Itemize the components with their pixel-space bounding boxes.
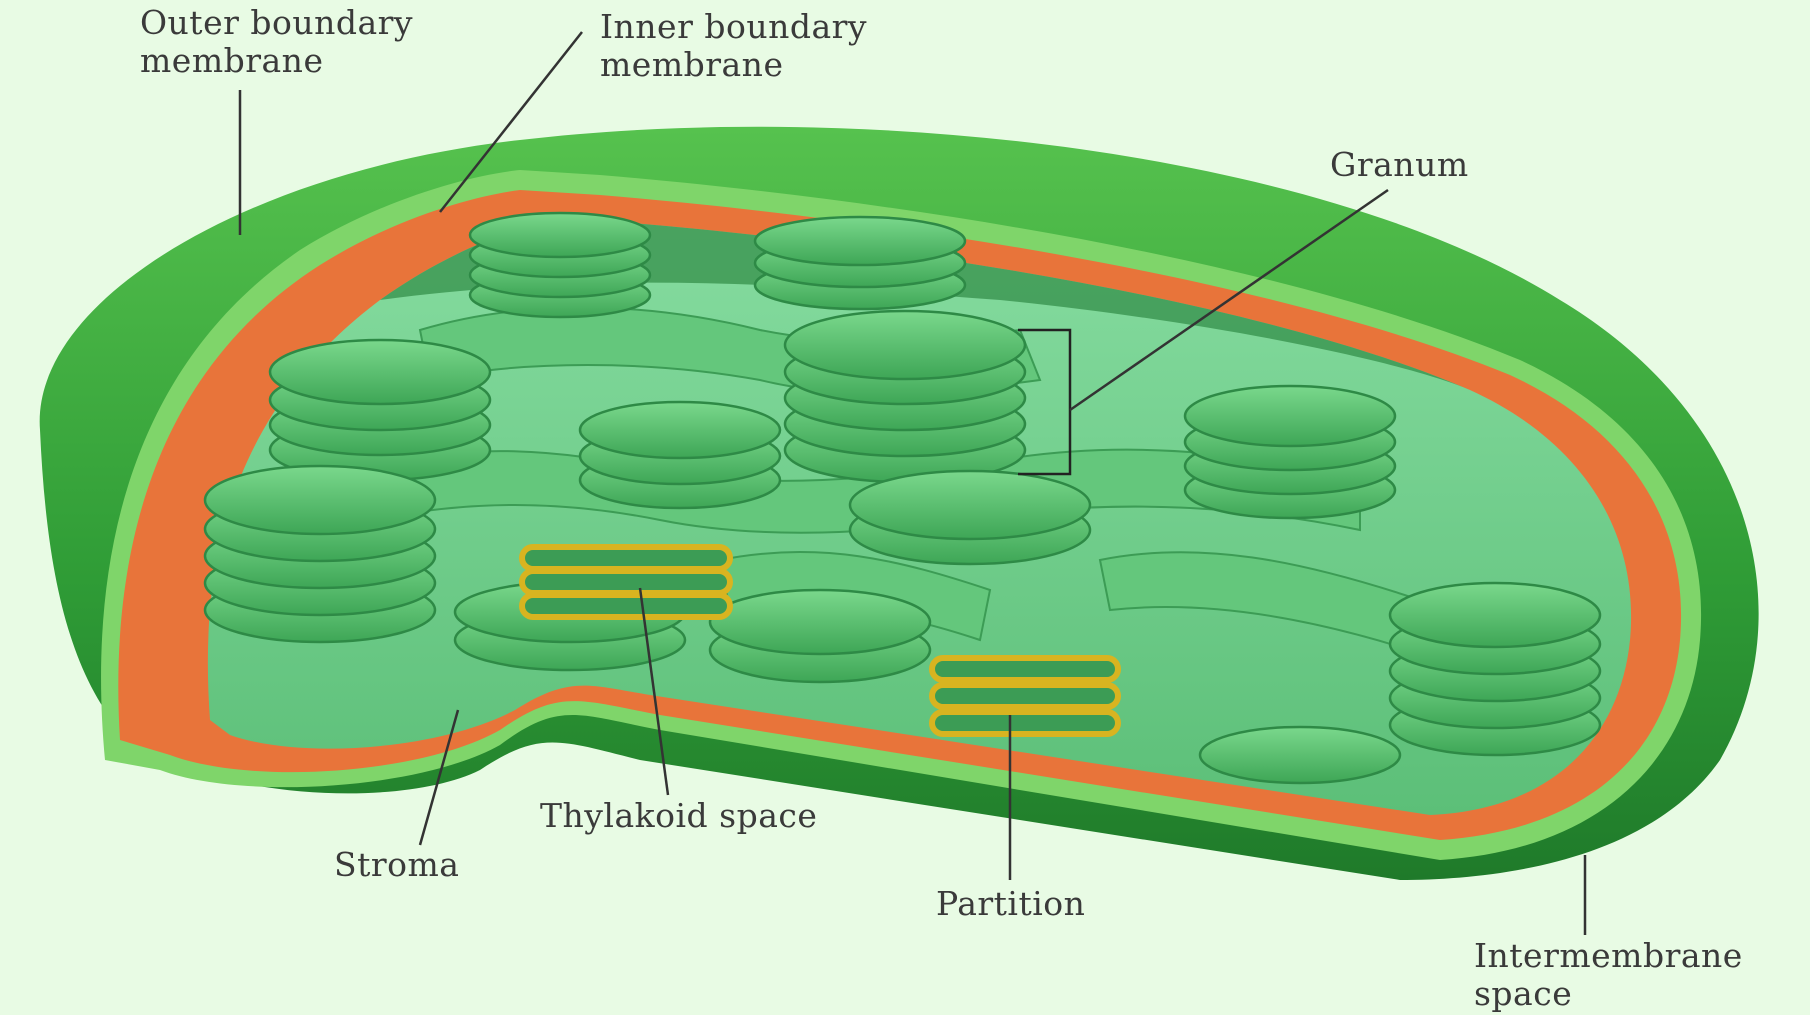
label-granum-text: Granum (1330, 146, 1469, 184)
granum-back-left (470, 213, 650, 317)
label-outer-boundary-membrane: Outer boundary membrane (140, 4, 413, 80)
granum-back-center (755, 217, 965, 309)
label-intermembrane-line1: Intermembrane (1474, 937, 1743, 975)
granum-mid-right (850, 471, 1090, 564)
label-partition: Partition (936, 885, 1085, 923)
label-inner-boundary-membrane: Inner boundary membrane (600, 8, 867, 84)
label-stroma: Stroma (334, 846, 459, 884)
granum-center (785, 311, 1025, 482)
highlighted-thylakoids-partition (932, 658, 1118, 734)
thylakoid-disc-bottom-right (1200, 727, 1400, 783)
granum-right-lower (1390, 583, 1600, 755)
granum-right-upper (1185, 386, 1395, 518)
label-inner-line2: membrane (600, 46, 867, 84)
highlighted-thylakoids-left (522, 547, 730, 617)
label-outer-line1: Outer boundary (140, 4, 413, 42)
granum-left (270, 340, 490, 480)
granum-center-left (580, 402, 780, 508)
label-thylakoid-space-text: Thylakoid space (540, 797, 817, 835)
label-intermembrane-space: Intermembrane space (1474, 937, 1743, 1013)
label-thylakoid-space: Thylakoid space (540, 797, 817, 835)
granum-center-bottom (710, 590, 930, 682)
label-granum: Granum (1330, 146, 1469, 184)
label-intermembrane-line2: space (1474, 975, 1743, 1013)
label-stroma-text: Stroma (334, 846, 459, 884)
label-partition-text: Partition (936, 885, 1085, 923)
label-outer-line2: membrane (140, 42, 413, 80)
label-inner-line1: Inner boundary (600, 8, 867, 46)
granum-front-left (205, 466, 435, 642)
